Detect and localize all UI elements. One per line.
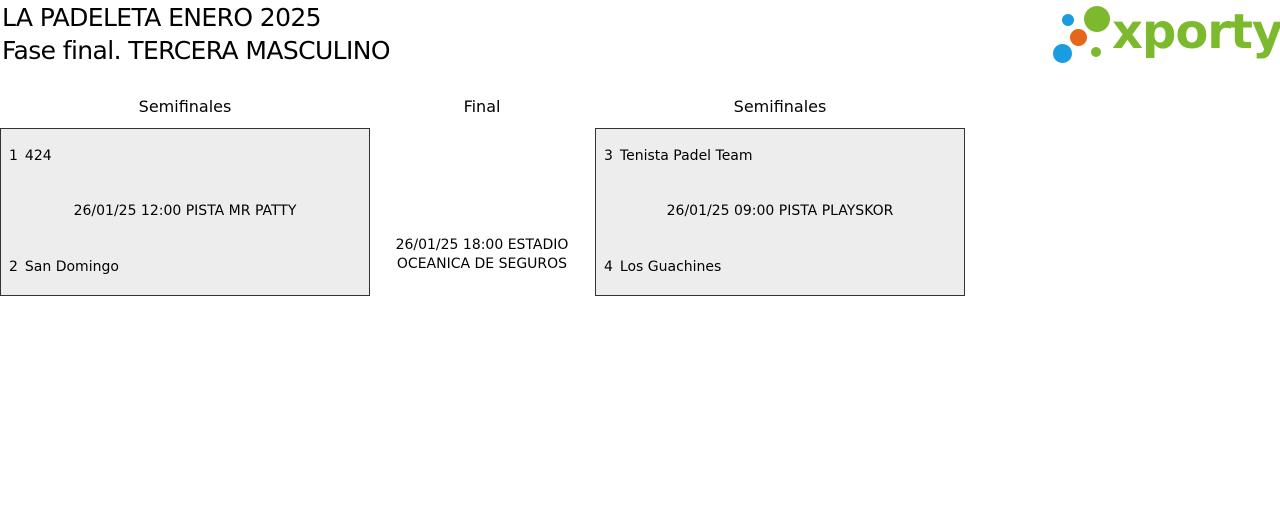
logo-text: xporty: [1112, 4, 1280, 60]
team-row: 3 Tenista Padel Team: [604, 148, 753, 164]
logo-dot-blue: [1053, 44, 1072, 63]
logo-dot-green-small: [1091, 47, 1101, 57]
team-seed: 4: [604, 259, 613, 275]
column-header-semifinals-left: Semifinales: [138, 97, 232, 116]
column-header-final: Final: [463, 97, 501, 116]
team-name: San Domingo: [24, 259, 119, 275]
column-header-semifinals-right: Semifinales: [733, 97, 827, 116]
logo-dot-green: [1084, 6, 1110, 32]
team-seed: 1: [9, 148, 18, 164]
semifinal-match-1[interactable]: 1 424 26/01/25 12:00 PISTA MR PATTY 2 San …: [0, 128, 370, 296]
final-match-schedule: 26/01/25 18:00 ESTADIO OCEANICA DE SEGUR…: [395, 237, 569, 272]
team-name: Los Guachines: [619, 259, 722, 275]
semifinal-match-2[interactable]: 3 Tenista Padel Team 26/01/25 09:00 PISTA…: [595, 128, 965, 296]
team-name: 424: [24, 148, 52, 164]
xporty-logo: xporty: [1050, 4, 1280, 68]
team-row: 2 San Domingo: [9, 259, 119, 275]
logo-dot-orange: [1070, 29, 1087, 46]
page-subtitle: Fase final. TERCERA MASCULINO: [2, 36, 391, 65]
logo-dot-blue-small: [1062, 14, 1074, 26]
team-name: Tenista Padel Team: [619, 148, 753, 164]
match-schedule: 26/01/25 09:00 PISTA PLAYSKOR: [666, 203, 894, 219]
team-row: 4 Los Guachines: [604, 259, 721, 275]
match-schedule: 26/01/25 12:00 PISTA MR PATTY: [73, 203, 297, 219]
page-title: LA PADELETA ENERO 2025: [2, 3, 322, 32]
team-seed: 2: [9, 259, 18, 275]
team-seed: 3: [604, 148, 613, 164]
team-row: 1 424: [9, 148, 52, 164]
